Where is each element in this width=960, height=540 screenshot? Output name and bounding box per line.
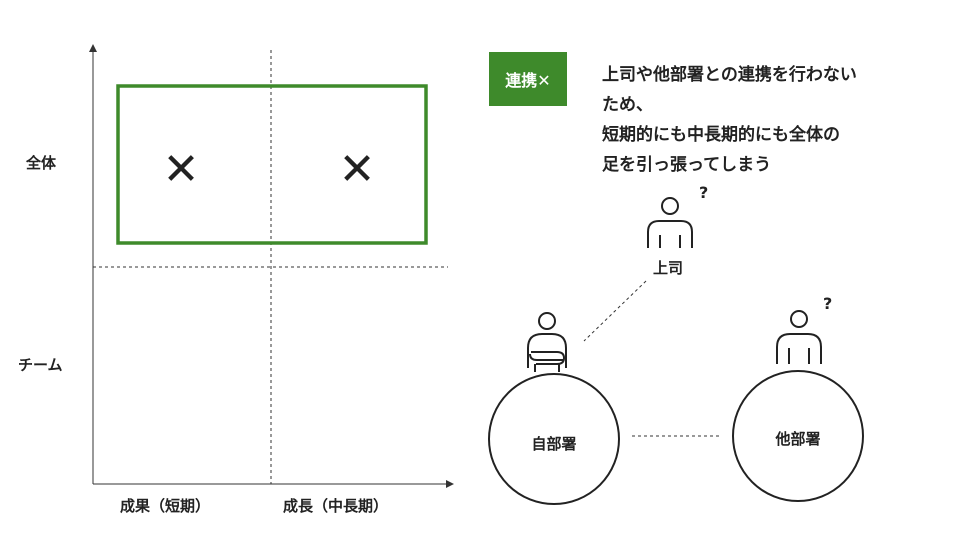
own-dept-label: 自部署 — [531, 435, 577, 453]
cross-mark-left: ✕ — [162, 144, 200, 195]
x-label-right: 成長（中長期） — [283, 497, 389, 515]
y-label-bottom: チーム — [18, 356, 63, 374]
boss-connector — [583, 280, 647, 342]
cooperation-tag: 連携✕ — [489, 52, 567, 106]
boss-person-icon — [647, 197, 693, 248]
description-line: 足を引っ張ってしまう — [602, 155, 772, 175]
other-dept-circle — [732, 370, 864, 502]
highlight-box — [116, 84, 428, 245]
description-text: 上司や他部署との連携を行わない ため、 短期的にも中長期的にも全体の 足を引っ張… — [602, 60, 857, 180]
boss-label: 上司 — [653, 259, 684, 277]
description-line: ため、 — [602, 95, 653, 115]
own-dept-circle — [488, 373, 620, 505]
y-label-top: 全体 — [26, 154, 57, 172]
description-line: 上司や他部署との連携を行わない — [602, 65, 857, 85]
x-label-left: 成果（短期） — [120, 497, 211, 515]
other-dept-person-icon — [776, 310, 822, 364]
other-person-question-mark: ? — [823, 294, 833, 313]
arms-crossed-person-icon — [527, 312, 567, 372]
other-dept-label: 他部署 — [775, 430, 821, 448]
boss-question-mark: ? — [699, 183, 709, 202]
description-line: 短期的にも中長期的にも全体の — [602, 125, 840, 145]
cross-mark-right: ✕ — [338, 144, 376, 195]
